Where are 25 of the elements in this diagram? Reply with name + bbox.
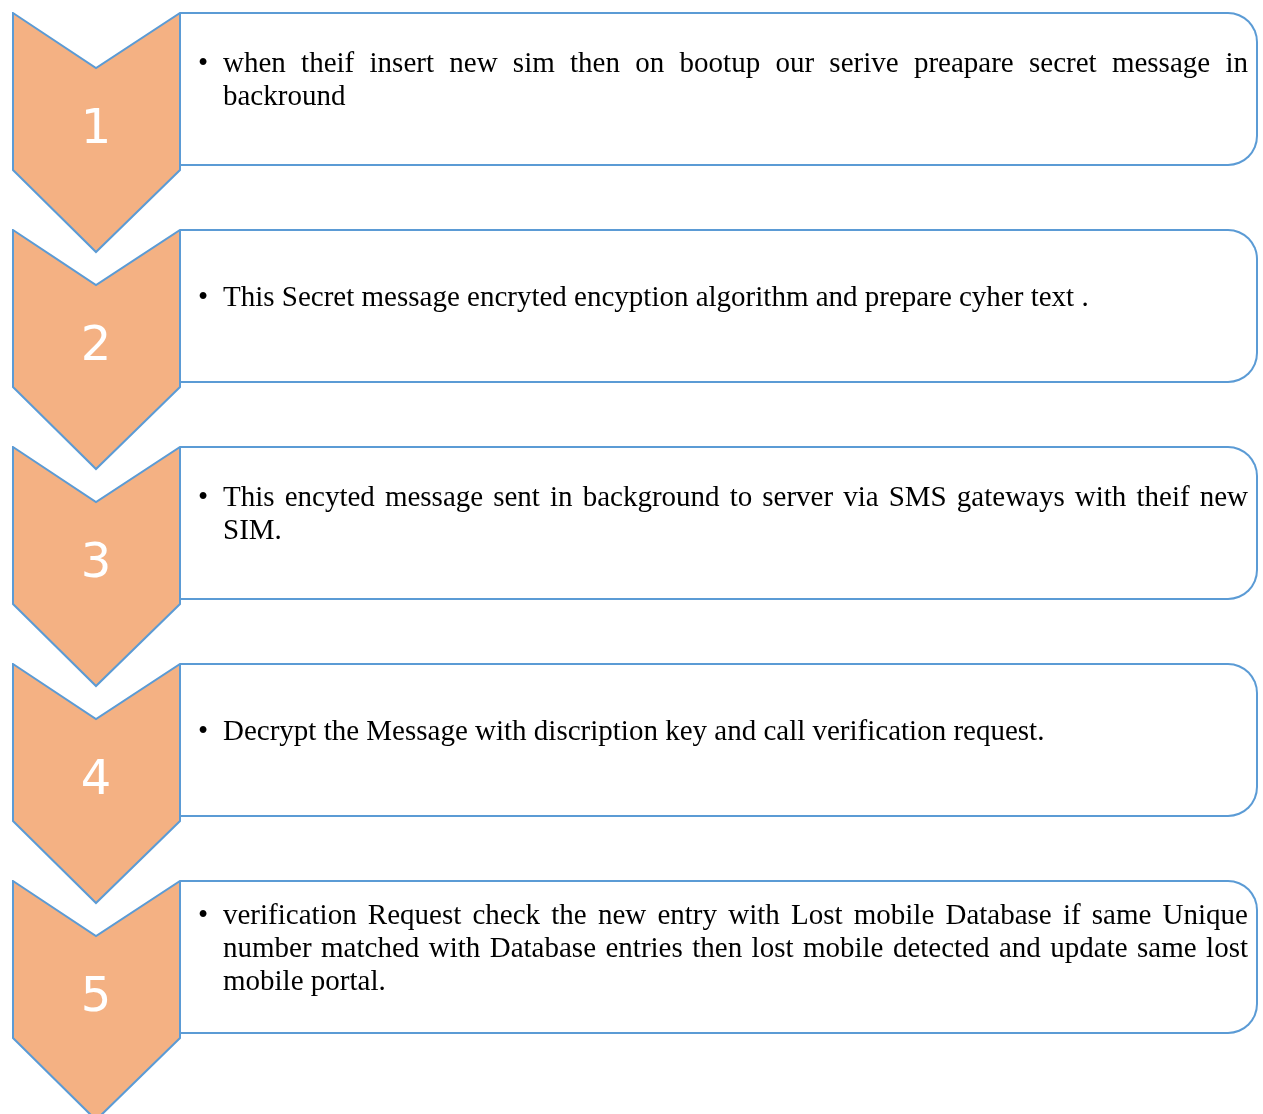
step-number: 3 — [79, 532, 113, 588]
step-box — [180, 229, 1258, 383]
step-box — [180, 446, 1258, 600]
chevron-shape — [12, 880, 182, 1114]
step-text: This encyted message sent in background to server via SMS gateways with theif new SIM. — [223, 480, 1248, 546]
bullet-mark: • — [198, 713, 209, 747]
bullet-mark: • — [198, 897, 209, 931]
bullet-mark: • — [198, 46, 209, 79]
step-number: 5 — [79, 966, 113, 1022]
chevron-shape — [12, 229, 182, 471]
step-box — [180, 880, 1258, 1034]
chevron-shape — [12, 12, 182, 254]
step-text: This Secret message encryted encyption algorithm and prepare cyher text . — [223, 279, 1090, 313]
step-box — [180, 663, 1258, 817]
step-number: 2 — [79, 315, 113, 371]
chevron-shape — [12, 446, 182, 688]
bullet-mark: • — [198, 279, 209, 313]
step-number: 1 — [79, 98, 113, 154]
bullet-mark: • — [198, 480, 209, 513]
chevron-shape — [12, 663, 182, 905]
step-text: Decrypt the Message with discription key and call verification request. — [223, 713, 1046, 747]
step-box — [180, 12, 1258, 166]
step-number: 4 — [79, 749, 113, 805]
step-text: when theif insert new sim then on bootup our serive preapare secret message in backround — [223, 46, 1248, 112]
step-text: verification Request check the new entry with Lost mobile Database if same Unique number matched with Database entries then lost mobile detected and update same lost mobile portal. — [223, 897, 1248, 997]
